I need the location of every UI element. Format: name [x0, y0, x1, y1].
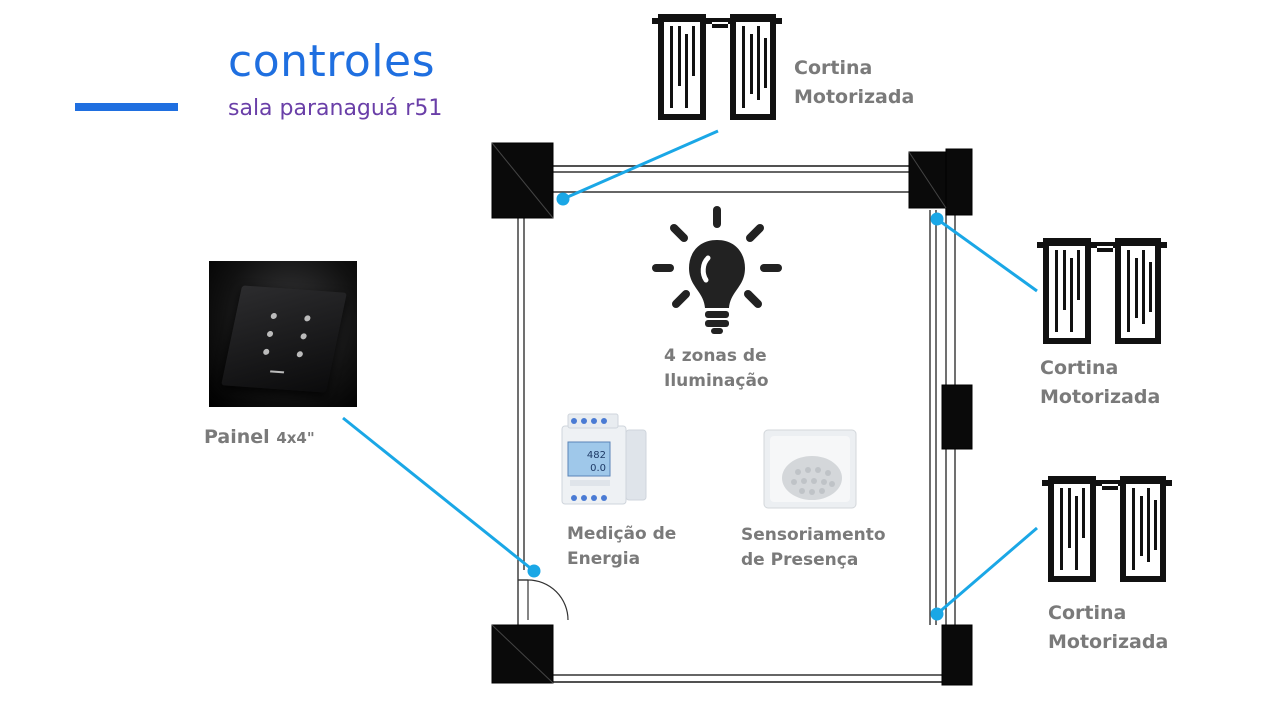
curtain-label-line: Motorizada [794, 86, 915, 108]
lighting-label-line: 4 zonas de [664, 346, 767, 366]
room-walls [517, 165, 956, 683]
curtain-icon [652, 14, 782, 120]
curtain-label-line: Cortina [794, 57, 873, 79]
lighting-label-line: Iluminação [664, 371, 769, 391]
door-swing [527, 579, 569, 621]
energy-label-line: Energia [567, 549, 641, 569]
title-accent-bar [75, 103, 178, 111]
energy-label-line: Medição de [567, 524, 677, 544]
curtain-label-right-2: Cortina Motorizada [1048, 599, 1168, 657]
presence-label-line: Sensoriamento [741, 525, 886, 545]
curtain-icon [1037, 238, 1167, 344]
energy-meter-image: 482 0.0 [561, 413, 647, 505]
curtain-label-line: Motorizada [1048, 631, 1169, 653]
lighting-label: 4 zonas de Iluminação [664, 344, 769, 394]
presence-label: Sensoriamento de Presença [741, 523, 886, 573]
curtain-label-line: Cortina [1048, 602, 1127, 624]
connectors [342, 129, 1038, 621]
presence-sensor-image [763, 429, 857, 509]
lightbulb-icon [652, 206, 782, 334]
curtain-label-line: Cortina [1040, 357, 1119, 379]
energy-label: Medição de Energia [567, 522, 676, 572]
presence-label-line: de Presença [741, 550, 859, 570]
panel-label-name: Painel [204, 426, 270, 448]
panel-label: Painel 4x4" [204, 423, 315, 453]
meter-reading-2: 0.0 [590, 463, 606, 474]
curtain-label-right-1: Cortina Motorizada [1040, 354, 1160, 412]
curtain-icon [1042, 476, 1172, 582]
panel-label-size: 4x4" [276, 429, 315, 447]
curtain-label-line: Motorizada [1040, 386, 1161, 408]
columns [491, 142, 973, 686]
page-subtitle: sala paranaguá r51 [228, 96, 443, 121]
control-panel-image [209, 261, 357, 407]
curtain-label-top: Cortina Motorizada [794, 54, 914, 112]
page-title: controles [228, 36, 436, 87]
meter-reading-1: 482 [587, 450, 606, 461]
